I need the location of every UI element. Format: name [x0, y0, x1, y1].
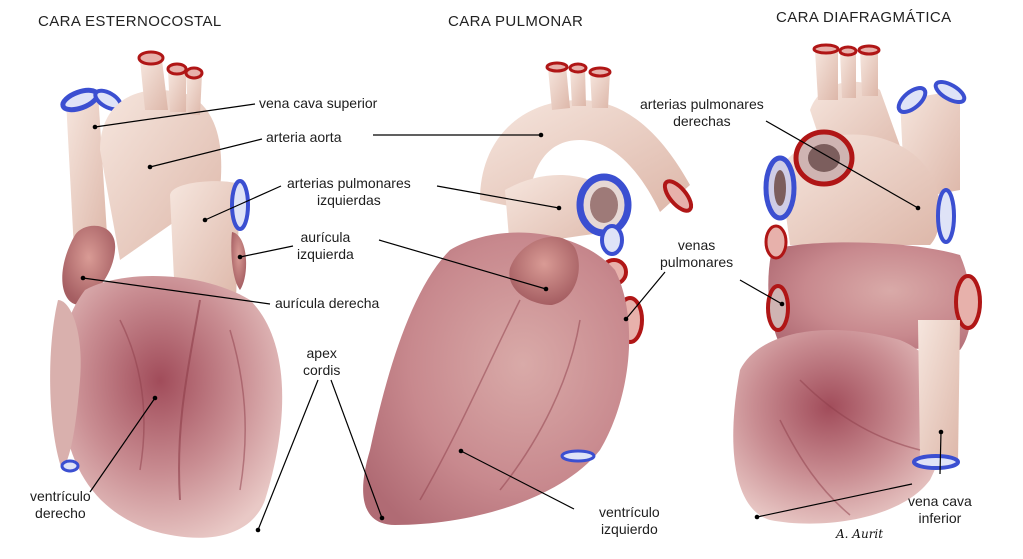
left-auricle-shape: [509, 236, 579, 305]
left-ventricle-shape: [363, 232, 630, 525]
label-venas-pulmonares: venas pulmonares: [660, 237, 734, 270]
label-ventriculo-izquierdo: ventrículo izquierdo: [599, 504, 660, 537]
label-auricula-izquierda: aurícula izquierda: [297, 229, 354, 262]
pulmonary-trunk-shape: [170, 181, 240, 300]
right-pulmonary-vein-opening: [766, 284, 790, 332]
heart-diafragmatica: [733, 43, 982, 524]
heart-esternocostal: [50, 50, 283, 538]
label-arteria-aorta: arteria aorta: [266, 129, 342, 145]
artist-signature: A. Aurit: [836, 527, 884, 541]
label-auricula-derecha: aurícula derecha: [275, 295, 380, 311]
title-diafragmatica: CARA DIAFRAGMÁTICA: [776, 9, 952, 26]
heart-pulmonar: [363, 61, 694, 525]
superior-vena-cava-shape: [66, 92, 108, 250]
right-ventricle-shape: [59, 276, 283, 538]
label-vena-cava-superior: vena cava superior: [259, 95, 378, 111]
title-pulmonar: CARA PULMONAR: [448, 13, 584, 30]
aorta-shape: [100, 90, 222, 261]
leader-dots: [80, 124, 944, 533]
label-vena-cava-inferior: vena cava inferior: [908, 493, 972, 526]
label-arterias-pulmonares-derechas: arterias pulmonares derechas: [640, 96, 764, 129]
inferior-vena-cava-shape: [918, 320, 960, 462]
right-auricle-shape: [62, 225, 116, 305]
label-ventriculo-derecho: ventrículo derecho: [30, 488, 91, 521]
leader-lines: [82, 103, 942, 531]
aortic-arch-shape: [480, 100, 690, 212]
posterior-ventricle-shape: [733, 330, 947, 524]
title-esternocostal: CARA ESTERNOCOSTAL: [38, 13, 222, 30]
label-arterias-pulmonares-izquierdas: arterias pulmonares izquierdas: [287, 175, 411, 208]
label-apex-cordis: apex cordis: [303, 345, 341, 378]
